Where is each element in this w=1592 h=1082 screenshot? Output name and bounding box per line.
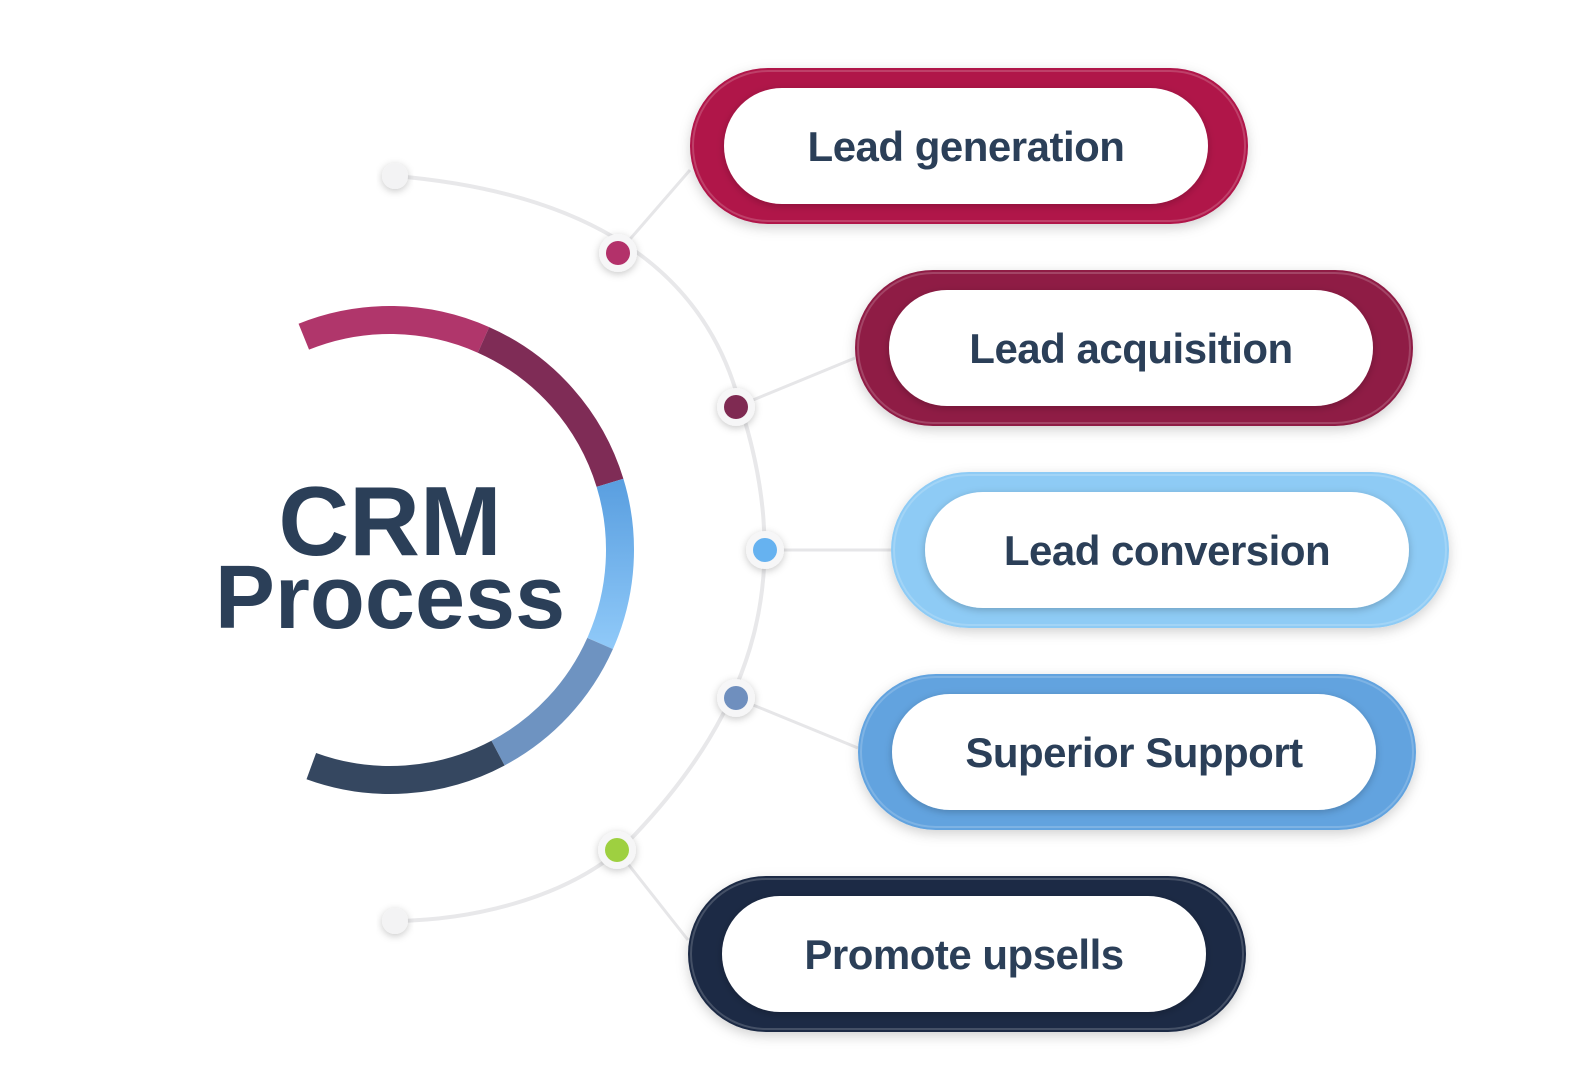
step-pill-inner — [925, 492, 1409, 608]
step-dots — [598, 234, 784, 869]
step-label-5: Promote upsells — [804, 931, 1123, 978]
connector-arc — [394, 174, 767, 923]
ring-segment-1 — [298, 305, 490, 353]
step-pill-3: Lead conversion — [891, 472, 1449, 628]
connector-line-2 — [735, 356, 856, 409]
step-pill-2: Lead acquisition — [855, 270, 1413, 426]
ring-segment-4 — [491, 637, 613, 766]
step-label-4: Superior Support — [965, 729, 1303, 776]
connector-line-4 — [735, 696, 859, 750]
ring-segment-2 — [477, 327, 624, 488]
step-label-3: Lead conversion — [1004, 527, 1330, 574]
step-dot-4 — [717, 679, 755, 717]
step-label-2: Lead acquisition — [969, 325, 1292, 372]
center-title-line2: Process — [215, 548, 565, 648]
step-pill-inner — [889, 290, 1373, 406]
step-dot-2 — [717, 388, 755, 426]
center-ring — [298, 305, 634, 794]
step-label-1: Lead generation — [808, 123, 1125, 170]
step-pill-1: Lead generation — [690, 68, 1248, 224]
step-pill-inner — [892, 694, 1376, 810]
step-pill-5: Promote upsells — [688, 876, 1246, 1032]
step-pill-inner — [724, 88, 1208, 204]
ring-segment-3 — [587, 478, 634, 650]
step-pill-inner — [722, 896, 1206, 1012]
step-dot-1 — [599, 234, 637, 272]
center-title-line1: CRM — [278, 466, 501, 576]
step-dot-5 — [598, 831, 636, 869]
arc-end-node-top — [382, 163, 408, 189]
ring-segment-5 — [306, 740, 505, 794]
step-pill-4: Superior Support — [858, 674, 1416, 830]
connector-line-5 — [615, 849, 690, 941]
arc-end-node-bottom — [382, 908, 408, 934]
step-dot-3 — [746, 531, 784, 569]
